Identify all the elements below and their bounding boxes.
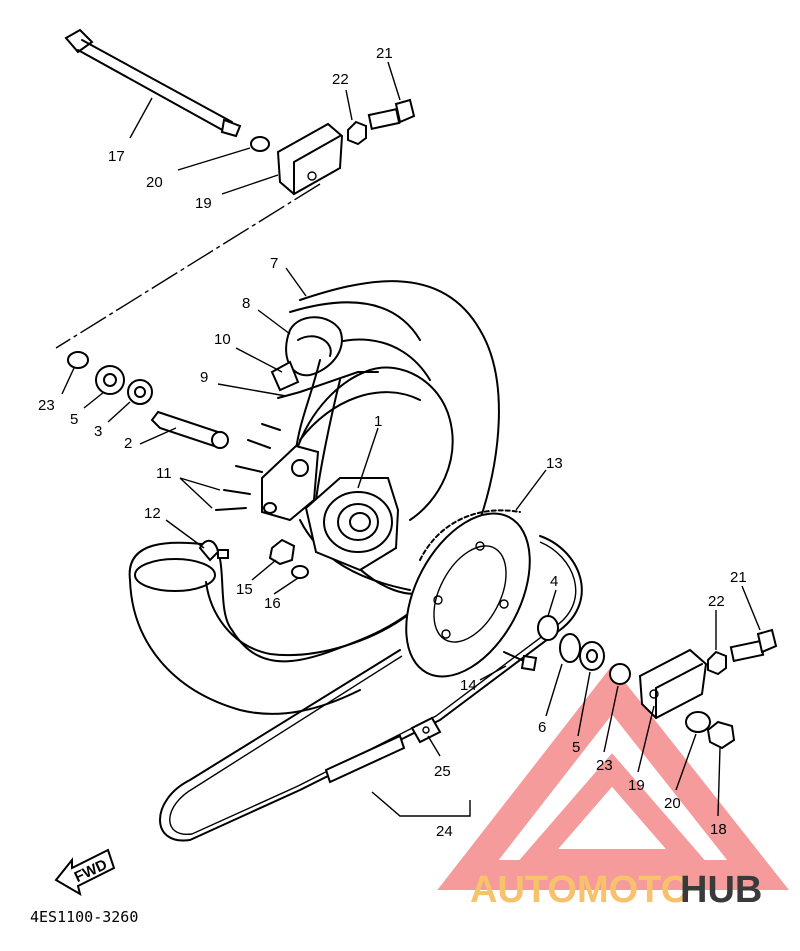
tire (128, 280, 500, 715)
sprocket (405, 509, 531, 678)
sprocket-nut (268, 538, 296, 566)
bolt-top (367, 98, 416, 130)
watermark-brand-part1: AUTOMOTO (470, 869, 690, 911)
washer-top (250, 136, 270, 152)
chain-adjuster-right (638, 648, 708, 720)
leaders-main (61, 267, 761, 817)
label-2: 2 (124, 435, 132, 452)
nut-top (347, 120, 367, 146)
label-3: 3 (94, 423, 102, 440)
chain-adjuster-top (276, 122, 344, 196)
master-link (410, 716, 442, 744)
label-19-right: 19 (628, 777, 645, 794)
label-10: 10 (214, 331, 231, 348)
drive-chain (159, 535, 583, 842)
part-labels: 17 20 19 22 21 7 8 10 9 1 23 5 3 2 11 12… (38, 45, 747, 840)
watermark-text: AUTOMOTO HUB (470, 869, 762, 911)
label-1: 1 (374, 413, 382, 430)
diagram-part-code: 4ES1100-3260 (30, 908, 138, 926)
wheel-hub (261, 444, 400, 572)
label-4: 4 (550, 573, 558, 590)
label-6: 6 (538, 719, 546, 736)
label-17: 17 (108, 148, 125, 165)
label-22-right: 22 (708, 593, 725, 610)
label-12: 12 (144, 505, 161, 522)
label-14: 14 (460, 677, 477, 694)
label-23-right: 23 (596, 757, 613, 774)
label-8: 8 (242, 295, 250, 312)
label-21-top: 21 (376, 45, 393, 62)
wheel-rim (295, 359, 454, 595)
label-5-right: 5 (572, 739, 580, 756)
label-13: 13 (546, 455, 563, 472)
axle (64, 28, 242, 138)
label-25: 25 (434, 763, 451, 780)
right-side-spacers (537, 615, 631, 685)
bolt-right (729, 628, 778, 663)
tube-and-rimband (270, 316, 379, 399)
nut-right (707, 650, 727, 676)
sprocket-washer (291, 565, 309, 579)
spacer (150, 410, 229, 450)
label-21-right: 21 (730, 569, 747, 586)
hub-bolts (215, 423, 281, 511)
label-19-top: 19 (195, 195, 212, 212)
label-11: 11 (156, 465, 172, 482)
watermark-brand-part2: HUB (680, 869, 762, 911)
forward-arrow-icon: FWD (54, 848, 116, 897)
washer-right (685, 711, 711, 733)
bearings-left (67, 351, 153, 405)
label-15: 15 (236, 581, 253, 598)
valve (198, 539, 229, 562)
label-23-left: 23 (38, 397, 55, 414)
label-18: 18 (710, 821, 727, 838)
label-16: 16 (264, 595, 281, 612)
label-20-top: 20 (146, 174, 163, 191)
label-20-right: 20 (664, 795, 681, 812)
watermark-logo (437, 665, 789, 890)
label-9: 9 (200, 369, 208, 386)
label-22-top: 22 (332, 71, 349, 88)
axle-nut (706, 720, 736, 750)
leaders-top (55, 61, 401, 349)
label-5-left: 5 (70, 411, 78, 428)
label-7: 7 (270, 255, 278, 272)
label-24: 24 (436, 823, 453, 840)
sprocket-bolt (503, 651, 538, 672)
